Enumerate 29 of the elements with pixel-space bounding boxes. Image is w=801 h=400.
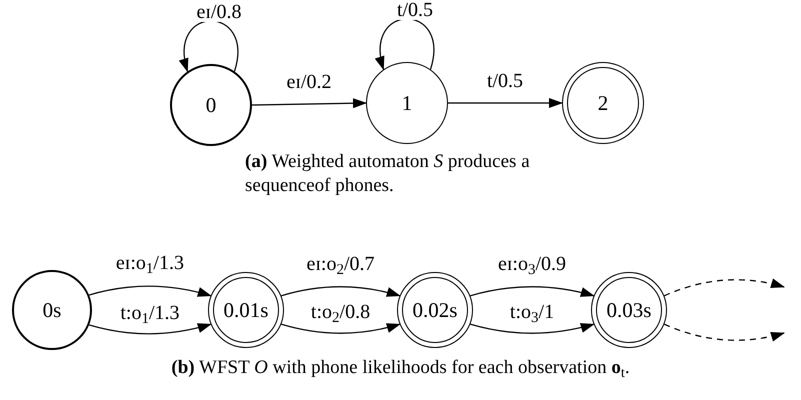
edge-label: t:o$_{3}$/1 <box>508 302 556 322</box>
caption: (b) WFST O with phone likelihoods for each observation o$_{t}$. <box>170 356 631 380</box>
transition-arrow <box>180 20 238 72</box>
edge-label: t:o$_{1}$/1.3 <box>119 302 181 323</box>
transition-arrow <box>281 322 401 334</box>
state-label: 0.02s <box>412 300 458 320</box>
transition-arrow <box>88 286 212 298</box>
transition-arrow <box>281 286 401 298</box>
caption: (a) Weighted automaton S produces a sequenceof phones. <box>245 150 531 198</box>
transition-arrow <box>470 286 595 298</box>
transition-arrow <box>88 322 212 334</box>
transition-arrow <box>448 98 563 108</box>
state-label: 2 <box>598 92 608 114</box>
edge-label: eɪ/0.8 <box>196 2 242 22</box>
transition-arrow <box>252 98 367 108</box>
state-label: 0.03s <box>606 300 652 320</box>
transition-arrow <box>664 278 785 296</box>
edge-label: t/0.5 <box>396 0 434 20</box>
transition-arrow <box>376 18 434 70</box>
state-label: 0 <box>206 94 216 116</box>
transition-arrow <box>664 324 785 342</box>
state-label: 1 <box>402 92 412 114</box>
state-label: 0.01s <box>224 300 268 320</box>
edge-label: t:o$_{2}$/0.8 <box>310 302 372 322</box>
edge-label: eɪ:o$_{1}$/1.3 <box>114 253 185 274</box>
edge-label: eɪ:o$_{2}$/0.7 <box>305 254 376 274</box>
state-label: 0s <box>42 300 62 320</box>
transition-arrow <box>470 322 595 334</box>
edge-label: eɪ:o$_{3}$/0.9 <box>496 254 568 274</box>
